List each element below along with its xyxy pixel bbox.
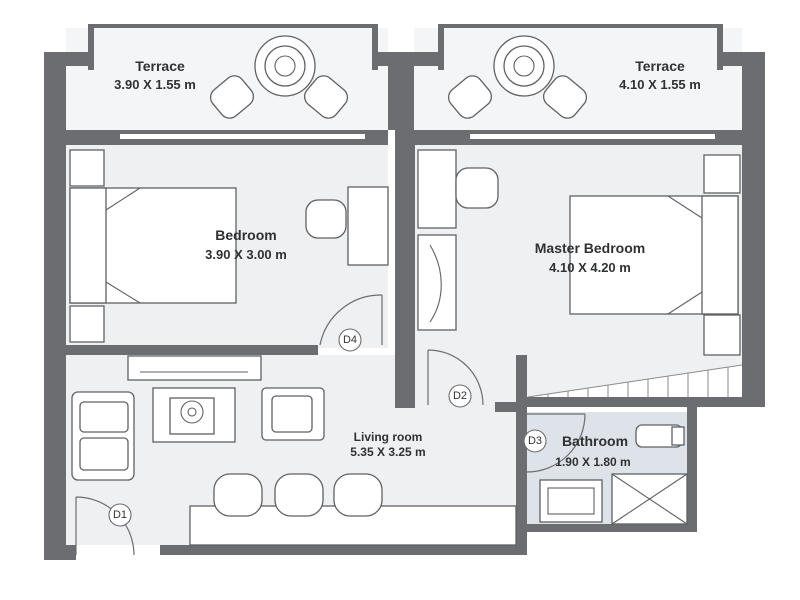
living-sofa (71, 391, 135, 481)
door-d1-marker (108, 503, 132, 527)
terrace-right-dims: 4.10 X 1.55 m (619, 77, 701, 92)
living-room-name: Living room (354, 430, 423, 444)
terrace-left-name: Terrace (135, 58, 185, 74)
master-desk-wardrobe (417, 149, 499, 331)
door-d2-marker (448, 384, 472, 408)
bedroom-nightstand-bottom (69, 305, 105, 343)
terrace-right-table-set (447, 35, 588, 119)
living-coffee-table (152, 387, 236, 443)
door-d2 (427, 349, 484, 406)
terrace-left-table-set (209, 35, 349, 119)
master-nightstand-bottom (703, 314, 741, 356)
bathroom-name: Bathroom (562, 433, 628, 449)
bedroom-name: Bedroom (215, 227, 276, 243)
bathroom-toilet (635, 424, 685, 448)
master-nightstand-top (703, 154, 741, 194)
stair-hatch (527, 364, 743, 398)
bathroom-shower (611, 473, 688, 525)
door-d1-label: D1 (113, 509, 127, 521)
master-bedroom-name: Master Bedroom (535, 240, 645, 256)
door-d4-label: D4 (343, 334, 357, 346)
walls (44, 24, 765, 560)
door-d4-marker (338, 328, 362, 352)
master-bedroom-dims: 4.10 X 4.20 m (549, 260, 631, 275)
bathroom-sink (539, 479, 603, 523)
door-d4 (319, 294, 383, 346)
terrace-left-dims: 3.90 X 1.55 m (114, 77, 196, 92)
bedroom-bed (69, 187, 237, 304)
door-d3-marker (523, 429, 547, 453)
living-bar-stools (213, 473, 383, 517)
door-d3 (526, 413, 586, 473)
living-tv-unit (127, 355, 262, 381)
master-bedroom-bed (569, 195, 739, 315)
living-room-dims: 5.35 X 3.25 m (350, 445, 425, 459)
living-armchair (261, 387, 325, 441)
bedroom-dims: 3.90 X 3.00 m (205, 247, 287, 262)
bathroom-dims: 1.90 X 1.80 m (555, 455, 630, 469)
door-d3-label: D3 (528, 435, 542, 447)
door-d2-label: D2 (453, 390, 467, 402)
bedroom-nightstand-top (69, 149, 105, 187)
bedroom-desk (305, 186, 389, 266)
terrace-right-name: Terrace (635, 58, 685, 74)
